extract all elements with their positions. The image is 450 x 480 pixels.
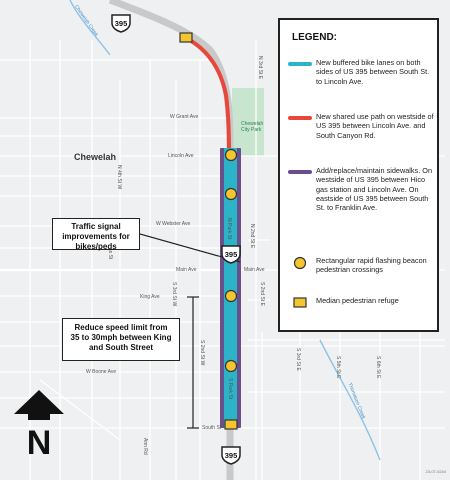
median-refuge-south	[224, 419, 238, 430]
route-shield-south: 395	[220, 446, 242, 465]
north-arrow: N	[14, 390, 64, 460]
street-label-webster: W Webster Ave	[156, 221, 191, 227]
document-id: 23-07-0244	[425, 469, 446, 474]
street-label-n3rd: N 3rd St E	[257, 56, 263, 80]
street-label-s2nd-east: S 2nd St E	[259, 282, 265, 306]
speed-limit-bracket	[187, 296, 199, 429]
legend-title: LEGEND:	[292, 32, 337, 43]
street-label-lincoln: Lincoln Ave	[168, 153, 194, 159]
creek-top	[69, 0, 111, 56]
street-label-main-east: Main Ave	[244, 267, 265, 273]
street-label-ann: Ann Rd	[142, 438, 148, 455]
street-label-s3rd: S 3rd St W	[171, 282, 177, 307]
city-park-area	[232, 88, 264, 156]
legend-text-shared-path: New shared use path on westside of US 39…	[316, 112, 434, 140]
street-label-king: King Ave	[140, 294, 160, 300]
us-route-shield-icon	[221, 245, 241, 264]
route-shield-north: 395	[110, 14, 132, 33]
median-refuge-north	[179, 32, 193, 43]
north-arrow-icon: N	[14, 390, 64, 460]
street-label-s6th: S 6th St E	[375, 356, 381, 379]
shared-path-line-icon	[288, 116, 312, 120]
us-route-shield-icon	[111, 14, 131, 33]
north-label: N	[27, 424, 52, 460]
bike-lane-corridor	[224, 148, 237, 428]
route-shield-center: 395	[220, 245, 242, 264]
beacon-crossing-king	[224, 289, 238, 303]
street-label-main-west: Main Ave	[176, 267, 197, 273]
route-number: 395	[114, 19, 128, 28]
legend-text-sidewalk: Add/replace/maintain sidewalks. On wests…	[316, 166, 432, 213]
town-label: Chewelah	[74, 152, 117, 162]
traffic-signal-callout: Traffic signal improvements for bikes/pe…	[52, 218, 140, 251]
us-route-shield-icon	[221, 446, 241, 465]
refuge-square-icon	[293, 297, 307, 308]
street-label-s5th: S 5th St E	[335, 356, 341, 379]
route-number: 395	[224, 451, 238, 460]
legend-text-beacon: Rectangular rapid flashing beacon pedest…	[316, 256, 427, 275]
bike-lane-line-icon	[288, 62, 312, 66]
beacon-crossing-lincoln	[224, 148, 238, 162]
street-label-boone: W Boone Ave	[86, 369, 117, 375]
beacon-crossing-webster	[224, 187, 238, 201]
street-label-s3rd-east: S 3rd St E	[295, 348, 301, 371]
street-label-n4th: N 4th St W	[116, 165, 122, 190]
street-label-south: South St	[202, 425, 222, 431]
legend-text-bike-lane: New buffered bike lanes on both sides of…	[316, 58, 430, 86]
speed-limit-callout: Reduce speed limit from 35 to 30mph betw…	[62, 318, 180, 361]
sidewalk-line-icon	[288, 170, 312, 174]
street-label-n2nd-east: N 2nd St E	[249, 224, 255, 249]
legend-panel: LEGEND: New buffered bike lanes on both …	[278, 18, 439, 332]
beacon-circle-icon	[293, 256, 307, 270]
street-label-npark: N Park St	[226, 218, 232, 240]
street-label-s2nd: S 2nd St W	[199, 340, 205, 366]
legend-text-refuge: Median pedestrian refuge	[316, 296, 399, 305]
shared-use-path-line	[185, 36, 231, 151]
route-number: 395	[224, 250, 238, 259]
creek-bottom	[319, 339, 381, 461]
beacon-crossing-south	[224, 359, 238, 373]
street-label-spark: S Park St	[227, 378, 233, 400]
park-label: Chewelah City Park	[241, 121, 264, 133]
street-label-grant: W Grant Ave	[170, 114, 199, 120]
